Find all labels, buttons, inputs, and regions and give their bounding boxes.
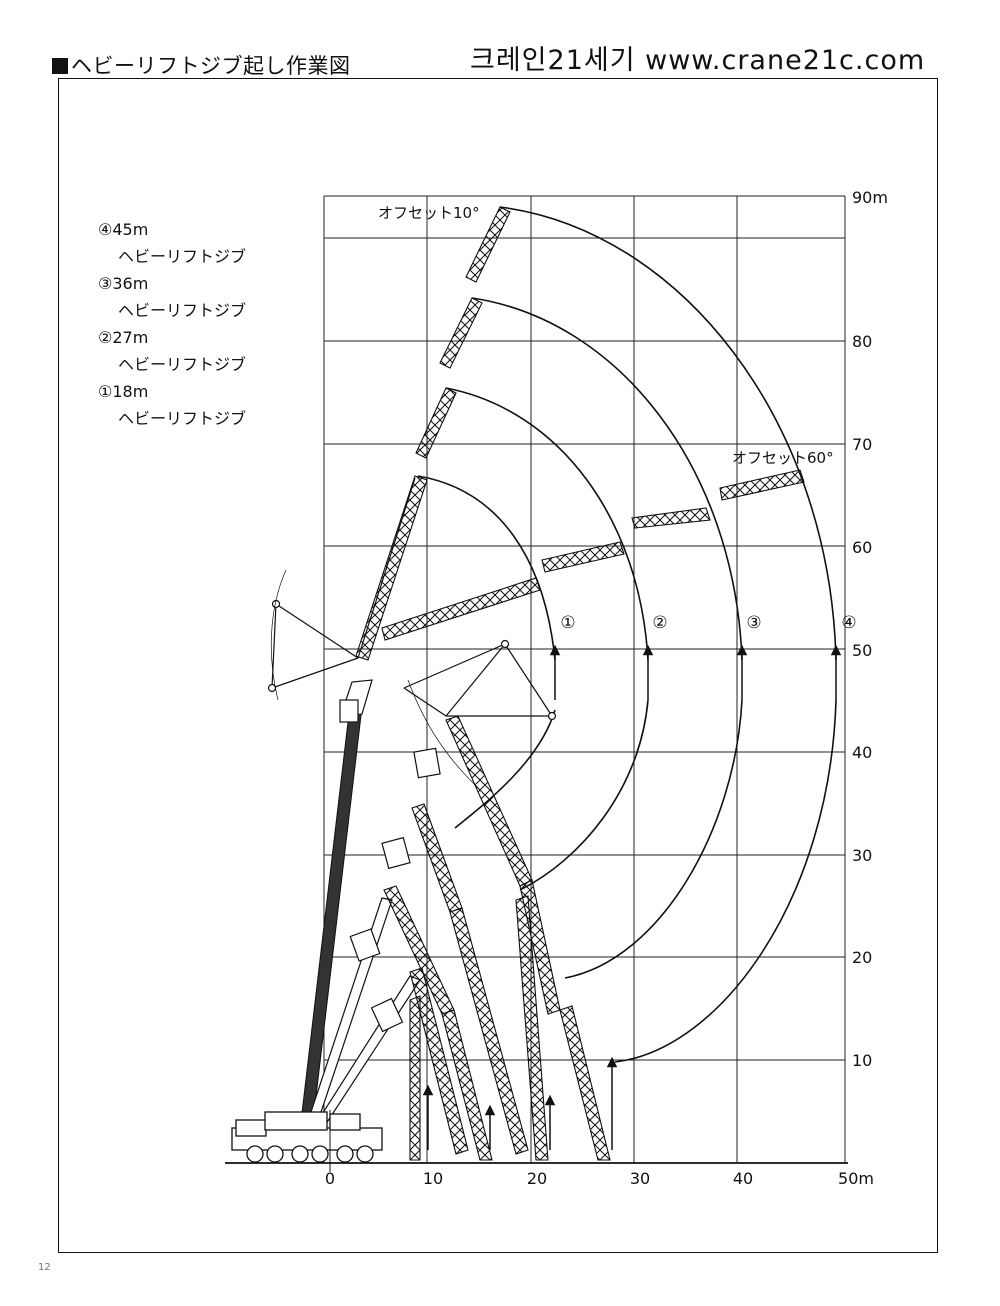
jib-offset-4 xyxy=(719,469,805,501)
jib-80 xyxy=(439,297,483,369)
jib-low-f xyxy=(449,907,529,1155)
wheel xyxy=(291,1145,309,1163)
y-tick-20: 20 xyxy=(852,948,872,967)
path-low-3 xyxy=(564,699,743,979)
wheel xyxy=(356,1145,374,1163)
crane-carrier xyxy=(231,1110,383,1172)
jib-low-e xyxy=(409,995,421,1161)
grid xyxy=(323,195,846,1164)
legend-length-1: ①18m xyxy=(98,382,149,401)
lift-arrows xyxy=(422,644,842,1150)
y-tick-90: 90m xyxy=(852,188,888,207)
boom-mid xyxy=(304,747,441,1131)
jib-70 xyxy=(415,387,457,459)
y-tick-80: 80 xyxy=(852,332,872,351)
path-arc-3 xyxy=(471,297,743,661)
y-tick-50: 50 xyxy=(852,641,872,660)
path-low-1 xyxy=(454,709,556,829)
jib-tip-paths xyxy=(417,206,837,1063)
legend-length-2: ②27m xyxy=(98,328,149,347)
jib-90 xyxy=(465,206,511,283)
legend-length-4: ④45m xyxy=(98,220,149,239)
wheel xyxy=(246,1145,264,1163)
lattice-jibs xyxy=(355,206,805,1161)
diagram-frame xyxy=(58,78,938,1253)
jib-low-i xyxy=(515,895,549,1161)
path-label-3: ③ xyxy=(746,613,761,633)
x-tick-30: 30 xyxy=(630,1169,650,1188)
path-arc-2 xyxy=(445,387,649,661)
legend-length-3: ③36m xyxy=(98,274,149,293)
page-number: 12 xyxy=(38,1262,51,1273)
x-tick-20: 20 xyxy=(527,1169,547,1188)
x-tick-10: 10 xyxy=(423,1169,443,1188)
page-title: ヘビーリフトジブ起し作業図 xyxy=(52,50,351,80)
jib-low-a xyxy=(445,715,533,887)
x-axis: 0 10 20 30 40 50m xyxy=(325,1169,874,1188)
wheel xyxy=(336,1145,354,1163)
x-tick-40: 40 xyxy=(733,1169,753,1188)
y-tick-60: 60 xyxy=(852,538,872,557)
path-label-1: ① xyxy=(560,613,575,633)
struts xyxy=(267,477,557,791)
legend: ④45m ヘビーリフトジブ ③36m ヘビーリフトジブ ②27m ヘビーリフトジ… xyxy=(98,216,246,432)
y-tick-70: 70 xyxy=(852,435,872,454)
y-axis: 10 20 30 40 50 60 70 80 90m xyxy=(852,188,888,1070)
square-bullet-icon xyxy=(52,58,68,74)
path-arc-1 xyxy=(417,475,556,661)
legend-name-4: ヘビーリフトジブ xyxy=(118,247,247,266)
jib-low-d xyxy=(409,967,469,1155)
offset-60-label: オフセット60° xyxy=(732,449,834,467)
wheel xyxy=(266,1145,284,1163)
page-title-text: ヘビーリフトジブ起し作業図 xyxy=(71,54,351,78)
path-low-2 xyxy=(519,699,649,891)
x-tick-0: 0 xyxy=(325,1169,335,1188)
jib-low-j xyxy=(559,1005,611,1161)
y-tick-40: 40 xyxy=(852,743,872,762)
jib-offset-2 xyxy=(541,541,625,573)
cab xyxy=(235,1119,267,1137)
jib-low-b xyxy=(411,803,463,913)
superstructure xyxy=(264,1111,328,1131)
wheel xyxy=(311,1145,329,1163)
jib-offset-3 xyxy=(631,507,711,529)
path-arc-4 xyxy=(499,206,837,661)
main-boom xyxy=(299,679,373,1131)
jib-offset-1 xyxy=(381,577,541,641)
y-tick-30: 30 xyxy=(852,846,872,865)
path-label-2: ② xyxy=(652,613,667,633)
path-label-4: ④ xyxy=(841,613,856,633)
jib-long xyxy=(355,475,428,661)
legend-name-1: ヘビーリフトジブ xyxy=(118,409,247,428)
y-tick-10: 10 xyxy=(852,1051,872,1070)
x-tick-50: 50m xyxy=(838,1169,874,1188)
jib-low-g xyxy=(441,1009,493,1161)
path-low-4 xyxy=(614,699,837,1063)
site-watermark: 크레인21세기 www.crane21c.com xyxy=(470,45,926,76)
offset-10-label: オフセット10° xyxy=(378,204,480,222)
legend-name-3: ヘビーリフトジブ xyxy=(118,301,247,320)
legend-name-2: ヘビーリフトジブ xyxy=(118,355,247,374)
